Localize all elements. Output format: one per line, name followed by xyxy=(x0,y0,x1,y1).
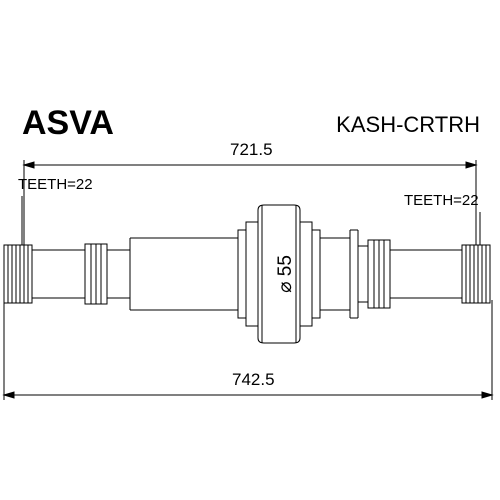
left-teeth-label: TEETH=22 xyxy=(18,176,93,193)
bottom-arrow-right xyxy=(481,391,494,399)
bottom-length-label: 742.5 xyxy=(232,370,275,389)
right-teeth-label: TEETH=22 xyxy=(404,192,479,209)
brand-logo-text: ASVA xyxy=(22,104,114,142)
part-number: KASH-CRTRH xyxy=(336,112,480,137)
bottom-arrow-left xyxy=(2,391,15,399)
right-spline xyxy=(461,244,491,304)
top-length-label: 721.5 xyxy=(230,140,273,159)
diameter-label: ⌀ 55 xyxy=(275,255,296,293)
top-arrow-right xyxy=(465,161,478,169)
top-arrow-left xyxy=(22,161,35,169)
left-spline xyxy=(3,244,33,304)
